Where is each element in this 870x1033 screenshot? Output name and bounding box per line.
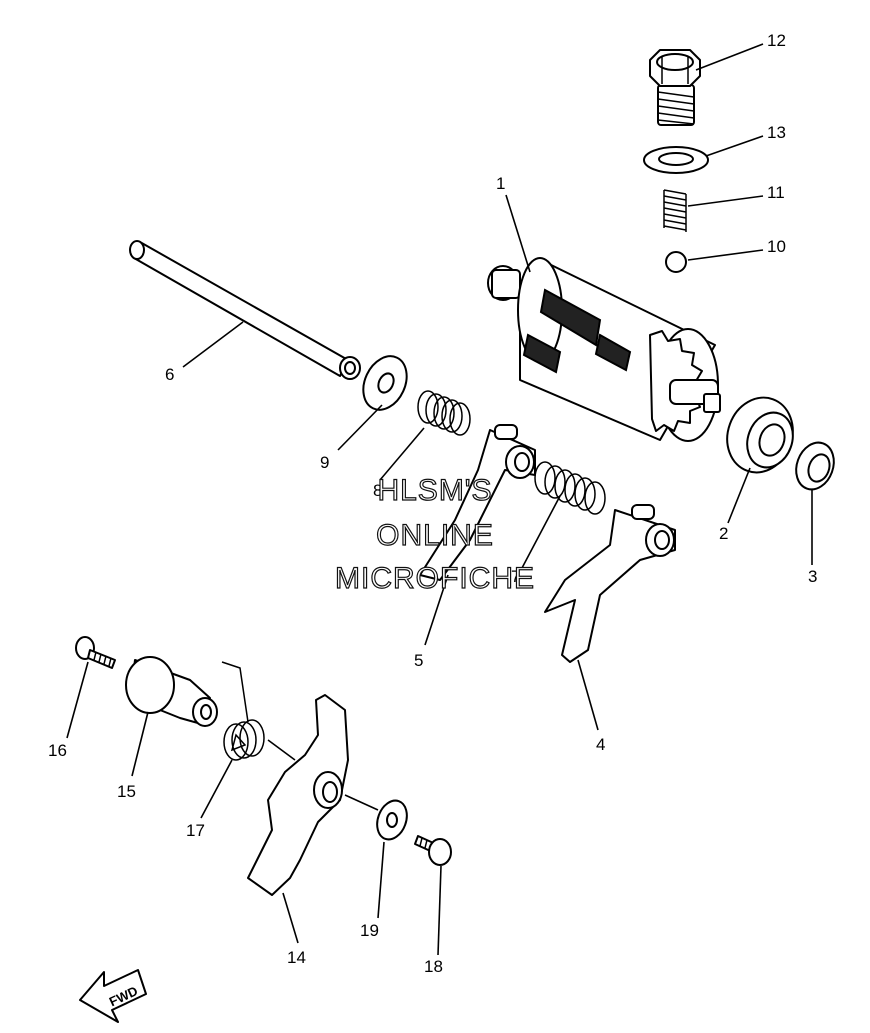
fwd-arrow-icon: FWD bbox=[79, 969, 147, 1023]
callout-2: 2 bbox=[719, 524, 728, 543]
watermark-line-2: ONLINE bbox=[376, 519, 494, 552]
callout-13: 13 bbox=[767, 123, 786, 142]
part-7-spring bbox=[534, 461, 606, 515]
part-11-spring bbox=[663, 189, 687, 232]
part-4-shift-fork bbox=[544, 504, 676, 663]
callout-3: 3 bbox=[808, 567, 817, 586]
part-8-spring bbox=[417, 390, 471, 436]
callout-18: 18 bbox=[424, 957, 443, 976]
callout-19: 19 bbox=[360, 921, 379, 940]
part-2-bearing bbox=[726, 396, 794, 474]
part-16-bolt bbox=[75, 636, 116, 669]
part-6-shift-shaft bbox=[129, 240, 361, 380]
part-15-collar bbox=[125, 656, 218, 727]
leader-lines bbox=[66, 43, 813, 956]
callout-1: 1 bbox=[496, 174, 505, 193]
callout-6: 6 bbox=[165, 365, 174, 384]
callout-16: 16 bbox=[48, 741, 67, 760]
callout-8: 8 bbox=[373, 481, 382, 500]
part-18-bolt bbox=[414, 835, 452, 866]
callout-11: 11 bbox=[767, 183, 785, 202]
callout-9: 9 bbox=[320, 453, 329, 472]
callout-5: 5 bbox=[414, 651, 423, 670]
part-1-shift-drum bbox=[487, 257, 721, 442]
callout-numbers: 1 2 3 4 5 6 7 8 9 10 11 12 13 14 15 16 1… bbox=[48, 31, 817, 976]
part-10-ball bbox=[665, 251, 687, 273]
part-9-washer bbox=[362, 355, 408, 411]
callout-10: 10 bbox=[767, 237, 786, 256]
part-13-washer bbox=[643, 146, 709, 174]
callout-14: 14 bbox=[287, 948, 306, 967]
watermark-line-1: HLSM'S bbox=[377, 474, 492, 507]
callout-12: 12 bbox=[767, 31, 786, 50]
watermark: HLSM'S ONLINE MICROFICHE bbox=[334, 473, 535, 595]
part-5-shift-fork bbox=[419, 424, 536, 581]
callout-15: 15 bbox=[117, 782, 136, 801]
part-3-bearing bbox=[795, 441, 835, 491]
part-19-washer bbox=[376, 799, 408, 841]
part-14-shift-lever bbox=[247, 694, 349, 896]
part-17-torsion-spring bbox=[221, 661, 265, 761]
callout-17: 17 bbox=[186, 821, 205, 840]
part-12-plug-bolt bbox=[649, 49, 701, 126]
watermark-line-3: MICROFICHE bbox=[335, 562, 535, 595]
callout-7: 7 bbox=[511, 567, 520, 586]
callout-4: 4 bbox=[596, 735, 605, 754]
